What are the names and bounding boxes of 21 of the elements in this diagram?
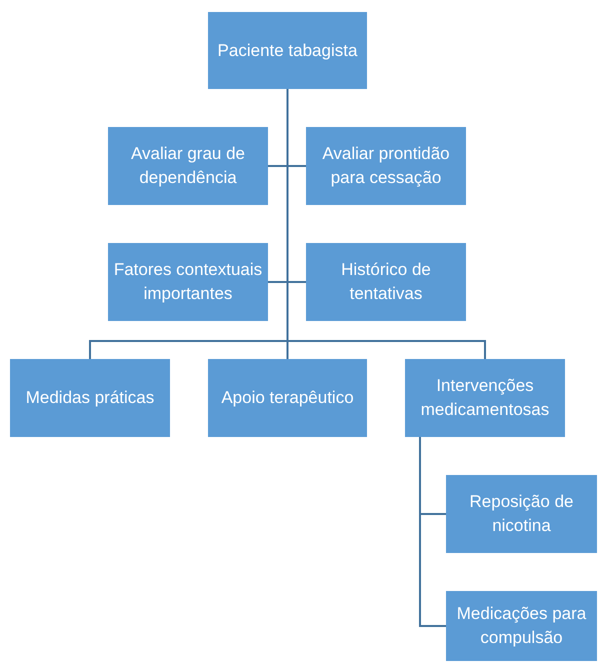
process-box: [306, 127, 466, 205]
box-label: Avaliar grau de dependência: [130, 143, 246, 189]
process-box: [446, 475, 597, 553]
process-box: [208, 359, 367, 437]
process-box: [10, 359, 170, 437]
box-label: Apoio terapêutico: [221, 387, 354, 409]
process-box: [446, 591, 597, 661]
process-box: [306, 243, 466, 321]
box-label: Histórico de tentativas: [340, 259, 432, 305]
box-label: Medicações para compulsão: [456, 603, 588, 649]
process-box: [208, 12, 367, 89]
box-label: Medidas práticas: [26, 387, 154, 409]
box-label: Intervenções medicamentosas: [420, 375, 550, 421]
process-box: [405, 359, 565, 437]
box-label: Avaliar prontidão para cessação: [321, 143, 451, 189]
box-label: Reposição de nicotina: [468, 491, 574, 537]
process-box: [108, 243, 268, 321]
box-label: Paciente tabagista: [218, 40, 358, 62]
process-box: [108, 127, 268, 205]
box-label: Fatores contextuais importantes: [112, 259, 264, 305]
connector-line: [419, 437, 446, 627]
